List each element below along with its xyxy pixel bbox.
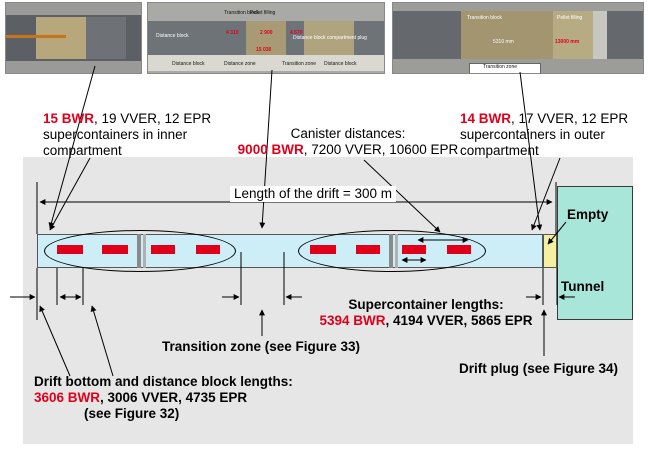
drift-bottom-ref: (see Figure 32) xyxy=(84,406,180,421)
supercontainer xyxy=(402,245,426,254)
compartment-plug xyxy=(143,234,146,268)
supercontainer xyxy=(57,245,83,254)
supercontainer-lengths-rest: , 4194 VVER, 5865 EPR xyxy=(385,313,533,328)
label-distance-block: Distance block xyxy=(156,33,189,39)
label-pellet-filling-2: Pellet filling xyxy=(557,15,583,21)
empty-label: Empty xyxy=(567,207,609,222)
footer-distance-block-1: Distance block xyxy=(172,61,205,67)
canister-distances-bwr: 9000 BWR xyxy=(237,142,304,157)
supercontainer-lengths-title: Supercontainer lengths: xyxy=(348,297,504,312)
transition-zone-label: Transition zone (see Figure 33) xyxy=(162,339,361,354)
supercontainer-lengths-label: Supercontainer lengths: 5394 BWR, 4194 V… xyxy=(296,297,556,329)
label-pellet-filling: Pellet filling xyxy=(250,10,276,16)
dim-15030: 15 030 xyxy=(256,47,272,53)
label-transition-block: Transition block xyxy=(224,10,259,16)
compartment-plug xyxy=(389,234,393,268)
inner-compartment-ellipse xyxy=(44,230,236,272)
compartment-plug xyxy=(395,234,398,268)
footer-distance-zone: Distance zone xyxy=(224,61,256,67)
dim-13000: 13000 mm xyxy=(555,39,580,45)
compartment-plug xyxy=(137,234,141,268)
tunnel-label: Tunnel xyxy=(561,279,605,294)
outer-count-bwr: 14 BWR xyxy=(460,111,512,126)
supercontainer xyxy=(102,245,128,254)
outer-compartment-ellipse xyxy=(298,230,486,272)
outer-compartment-label: 14 BWR, 17 VVER, 12 EPR supercontainers … xyxy=(460,111,628,159)
photo-distance-block-compartment: Transition block Pellet filling Distance… xyxy=(147,2,385,74)
inner-line2: supercontainers in inner xyxy=(43,127,188,142)
label-transition-block-2: Transition block xyxy=(467,15,502,21)
outer-line3: compartment xyxy=(460,143,539,158)
outer-line2: supercontainers in outer xyxy=(460,127,605,142)
supercontainer xyxy=(447,245,471,254)
inner-compartment-label: 15 BWR, 19 VVER, 12 EPR supercontainers … xyxy=(43,111,211,159)
canister-distances-rest: , 7200 VVER, 10600 EPR xyxy=(303,142,459,157)
supercontainer xyxy=(151,245,175,254)
outer-count-rest: , 17 VVER, 12 EPR xyxy=(511,111,629,126)
footer-distance-block-2: Distance block xyxy=(324,61,357,67)
photo-inner-compartment xyxy=(5,2,142,74)
drift-bottom-title: Drift bottom and distance block lengths: xyxy=(34,374,293,389)
footer-transition-zone: Transition zone xyxy=(282,61,316,67)
tunnel xyxy=(557,186,633,320)
inner-line3: compartment xyxy=(43,143,122,158)
canister-distances-label: Canister distances: 9000 BWR, 7200 VVER,… xyxy=(218,126,478,158)
supercontainer xyxy=(356,245,380,254)
dim-5310: 5310 mm xyxy=(493,39,514,45)
drift-bottom-bwr: 3606 BWR xyxy=(34,390,101,405)
drift-length-label: Length of the drift = 300 m xyxy=(230,186,396,202)
label-distance-block-plug: Distance block compartment plug xyxy=(293,35,367,41)
label-transition-zone-photo: Transition zone xyxy=(483,64,517,70)
inner-count-bwr: 15 BWR xyxy=(43,111,95,126)
dim-4570: 4 570 xyxy=(290,30,303,36)
dim-4310: 4 310 xyxy=(226,30,239,36)
drift-bottom-label: Drift bottom and distance block lengths:… xyxy=(34,374,293,422)
supercontainer-lengths-bwr: 5394 BWR xyxy=(319,313,386,328)
photo-transition-zone: Transition block Pellet filling 5310 mm … xyxy=(392,2,644,74)
dim-2900: 2 900 xyxy=(260,30,273,36)
supercontainer xyxy=(196,245,220,254)
inner-count-rest: , 19 VVER, 12 EPR xyxy=(94,111,212,126)
canister-distances-title: Canister distances: xyxy=(290,126,406,141)
drift-bottom-rest: , 3006 VVER, 4735 EPR xyxy=(100,390,248,405)
supercontainer xyxy=(310,245,336,254)
drift-plug-label: Drift plug (see Figure 34) xyxy=(459,361,619,376)
